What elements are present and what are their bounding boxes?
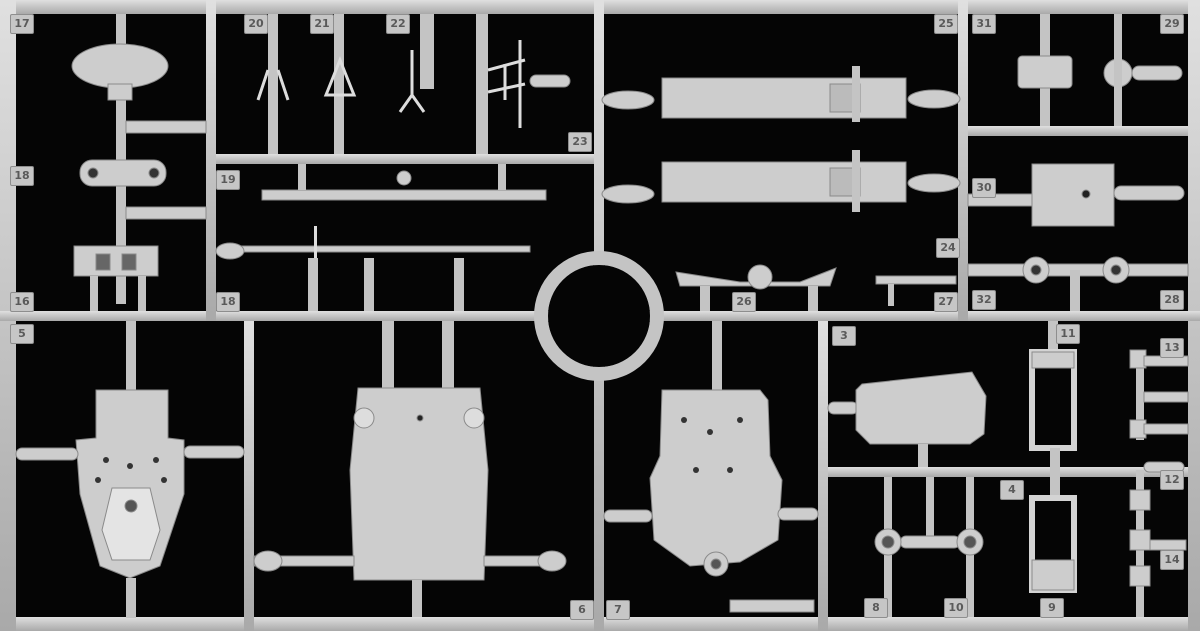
part-number-11: 11 xyxy=(1056,324,1080,344)
part-number-19: 19 xyxy=(216,170,240,190)
part-number-31: 31 xyxy=(972,14,996,34)
part-number-10: 10 xyxy=(944,598,968,618)
part-7 xyxy=(649,389,783,567)
part-number-4: 4 xyxy=(1000,480,1024,500)
part-number-17: 17 xyxy=(10,14,34,34)
part-number-21: 21 xyxy=(310,14,334,34)
part-number-5: 5 xyxy=(10,324,34,344)
part-19 xyxy=(261,189,547,201)
part-22 xyxy=(398,50,426,113)
part-number-32: 32 xyxy=(972,290,996,310)
part-31 xyxy=(1017,55,1073,89)
parts xyxy=(15,14,1189,618)
part-21 xyxy=(323,55,357,97)
part-number-12: 12 xyxy=(1160,470,1184,490)
part-20 xyxy=(256,69,290,101)
part-number-16: 16 xyxy=(10,292,34,312)
part-16 xyxy=(73,245,159,277)
part-18b xyxy=(231,245,531,253)
part-number-9: 9 xyxy=(1040,598,1064,618)
part-number-25: 25 xyxy=(934,14,958,34)
part-number-6: 6 xyxy=(570,600,594,620)
part-number-3: 3 xyxy=(832,326,856,346)
part-30 xyxy=(1031,163,1115,227)
part-27 xyxy=(875,275,957,285)
part-number-29: 29 xyxy=(1160,14,1184,34)
part-number-28: 28 xyxy=(1160,290,1184,310)
part-number-20: 20 xyxy=(244,14,268,34)
part-number-27: 27 xyxy=(934,292,958,312)
part-number-13: 13 xyxy=(1160,338,1184,358)
part-number-18b: 18 xyxy=(216,292,240,312)
part-18 xyxy=(79,159,167,187)
part-6 xyxy=(349,387,489,581)
part-number-24: 24 xyxy=(936,238,960,258)
part-17 xyxy=(71,43,169,89)
part-number-30: 30 xyxy=(972,178,996,198)
part-3 xyxy=(855,371,987,445)
center-ring xyxy=(534,251,664,381)
part-25a xyxy=(661,77,907,119)
part-number-22: 22 xyxy=(386,14,410,34)
part-7-bar xyxy=(729,599,815,613)
part-number-8: 8 xyxy=(864,598,888,618)
part-number-7: 7 xyxy=(606,600,630,620)
part-number-26: 26 xyxy=(732,292,756,312)
part-14 xyxy=(1129,489,1151,511)
part-25b xyxy=(661,161,907,203)
part-number-23: 23 xyxy=(568,132,592,152)
part-number-18: 18 xyxy=(10,166,34,186)
part-26 xyxy=(675,267,837,287)
part-number-14: 14 xyxy=(1160,550,1184,570)
